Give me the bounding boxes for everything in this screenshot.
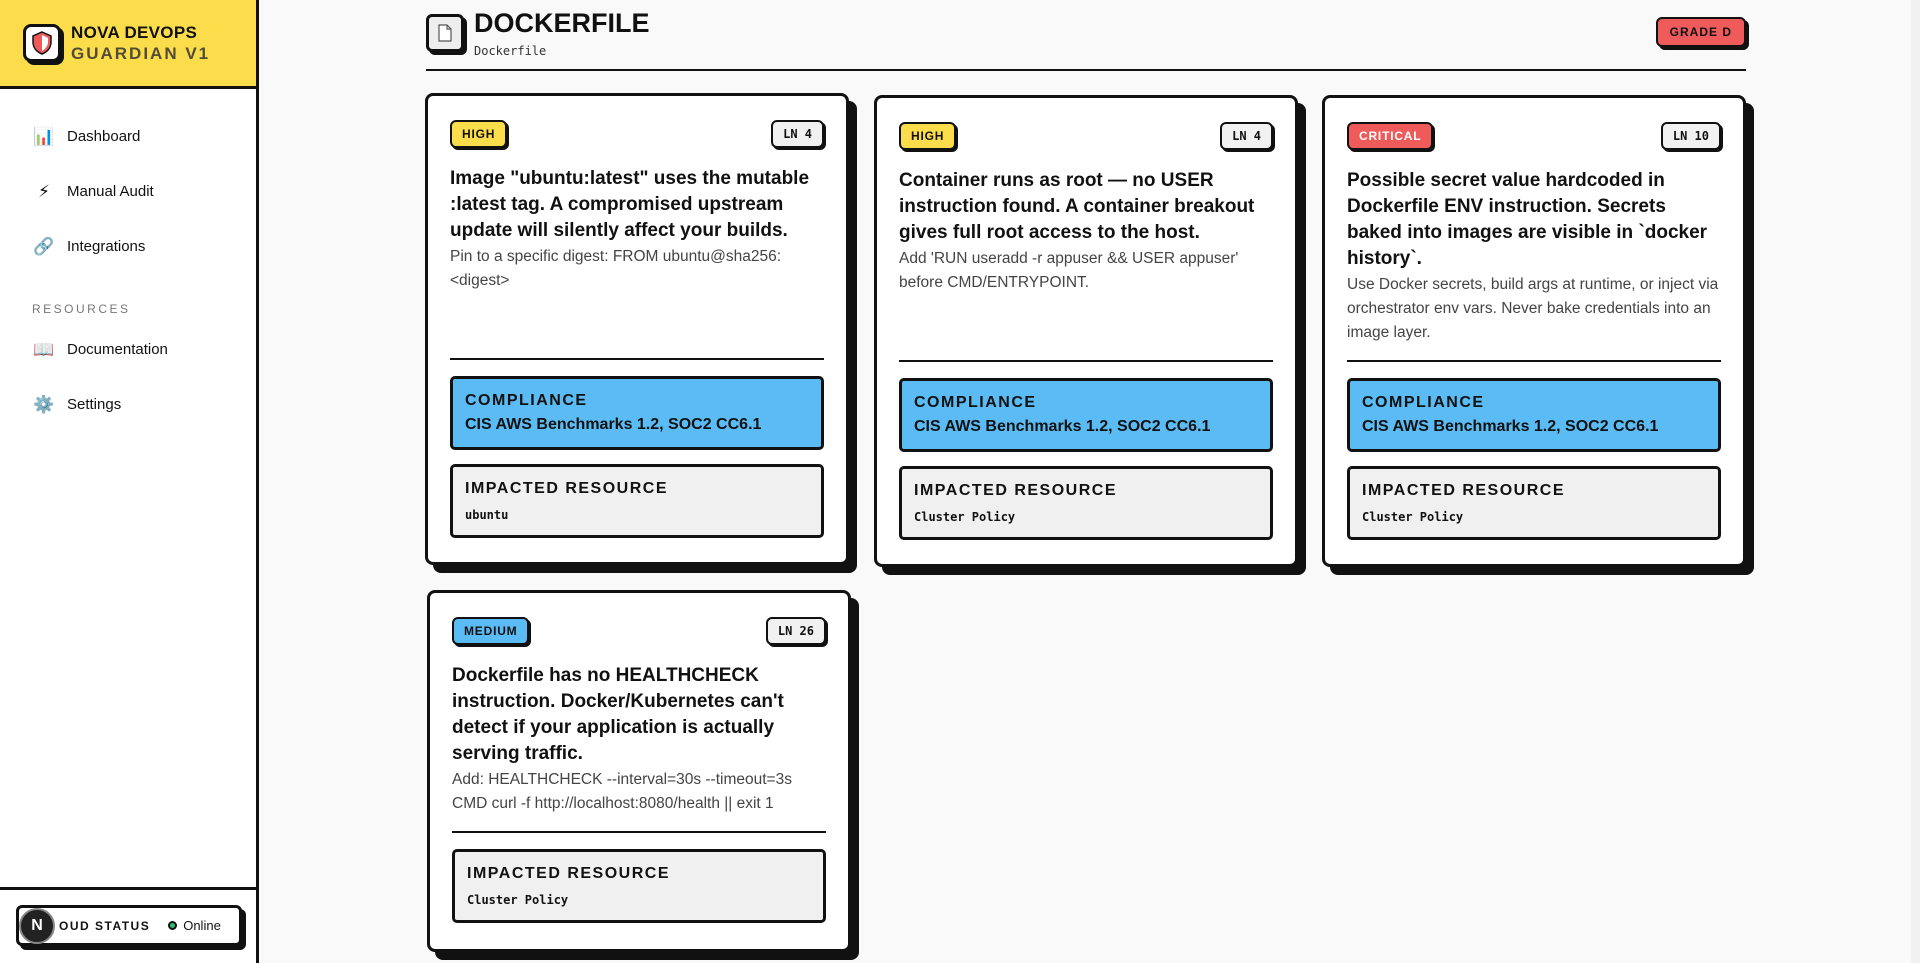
impacted-resource-box: IMPACTED RESOURCE Cluster Policy: [899, 466, 1273, 540]
impacted-resource-value: Cluster Policy: [1362, 510, 1464, 524]
finding-card: HIGH LN 4 Container runs as root — no US…: [874, 95, 1298, 567]
sidebar-item-label: Integrations: [67, 238, 146, 255]
line-badge: LN 10: [1660, 122, 1721, 150]
compliance-label: COMPLIANCE: [465, 392, 588, 409]
remediation-text: Add: HEALTHCHECK --interval=30s --timeou…: [452, 771, 792, 812]
divider: [450, 358, 824, 360]
compliance-box: COMPLIANCE CIS AWS Benchmarks 1.2, SOC2 …: [899, 378, 1273, 452]
severity-badge: CRITICAL: [1347, 122, 1434, 150]
remediation-text: Use Docker secrets, build args at runtim…: [1347, 276, 1719, 341]
remediation-text: Add 'RUN useradd -r appuser && USER appu…: [899, 250, 1239, 291]
sidebar-item-dashboard[interactable]: 📊 Dashboard: [0, 109, 256, 164]
finding-title: Possible secret value hardcoded in Docke…: [1347, 170, 1708, 269]
compliance-label: COMPLIANCE: [1362, 394, 1485, 411]
impacted-resource-box: IMPACTED RESOURCE Cluster Policy: [452, 849, 826, 923]
shield-logo-icon: [23, 24, 61, 62]
book-icon: 📖: [33, 339, 55, 359]
sidebar-item-label: Settings: [67, 396, 122, 413]
grade-badge: GRADE D: [1655, 17, 1746, 47]
compliance-box: COMPLIANCE CIS AWS Benchmarks 1.2, SOC2 …: [450, 376, 824, 450]
impacted-resource-box: IMPACTED RESOURCE ubuntu: [450, 464, 824, 538]
sidebar-item-label: Manual Audit: [67, 183, 154, 200]
sidebar-item-documentation[interactable]: 📖 Documentation: [0, 322, 256, 377]
line-badge: LN 4: [1220, 122, 1273, 150]
compliance-label: COMPLIANCE: [914, 394, 1037, 411]
online-dot-icon: [168, 921, 178, 930]
brand-subtitle: GUARDIAN V1: [71, 44, 211, 63]
line-badge: LN 4: [771, 120, 824, 148]
scrollbar[interactable]: [1911, 0, 1920, 963]
link-icon: 🔗: [33, 236, 55, 256]
compliance-value: CIS AWS Benchmarks 1.2, SOC2 CC6.1: [465, 416, 762, 433]
impacted-resource-label: IMPACTED RESOURCE: [1362, 482, 1565, 499]
gear-icon: ⚙️: [33, 394, 55, 414]
sidebar-item-settings[interactable]: ⚙️ Settings: [0, 377, 256, 432]
sidebar-item-integrations[interactable]: 🔗 Integrations: [0, 219, 256, 274]
sidebar-item-manual-audit[interactable]: ⚡ Manual Audit: [0, 164, 256, 219]
status-online: Online: [168, 918, 221, 933]
avatar[interactable]: N: [19, 908, 55, 944]
impacted-resource-label: IMPACTED RESOURCE: [914, 482, 1117, 499]
divider: [899, 360, 1273, 362]
sidebar-item-label: Documentation: [67, 341, 168, 358]
compliance-box: COMPLIANCE CIS AWS Benchmarks 1.2, SOC2 …: [1347, 378, 1721, 452]
finding-title: Dockerfile has no HEALTHCHECK instructio…: [452, 665, 784, 764]
severity-badge: HIGH: [450, 120, 508, 148]
line-badge: LN 26: [765, 617, 826, 645]
sidebar-nav: 📊 Dashboard ⚡ Manual Audit 🔗 Integration…: [0, 89, 256, 432]
sidebar-section-resources: RESOURCES: [32, 302, 131, 316]
page-title: DOCKERFILE: [474, 8, 650, 38]
lightning-icon: ⚡: [38, 181, 50, 201]
sidebar: NOVA DEVOPS GUARDIAN V1 📊 Dashboard ⚡ Ma…: [0, 0, 259, 963]
status-value: Online: [183, 918, 221, 933]
impacted-resource-label: IMPACTED RESOURCE: [467, 865, 670, 882]
severity-badge: HIGH: [899, 122, 957, 150]
cloud-status-label: OUD STATUS: [59, 918, 151, 933]
compliance-value: CIS AWS Benchmarks 1.2, SOC2 CC6.1: [1362, 418, 1659, 435]
divider: [1347, 360, 1721, 362]
page-header: DOCKERFILE Dockerfile GRADE D: [426, 8, 1746, 71]
brand-header[interactable]: NOVA DEVOPS GUARDIAN V1: [0, 0, 256, 89]
sidebar-item-label: Dashboard: [67, 128, 141, 145]
remediation-text: Pin to a specific digest: FROM ubuntu@sh…: [450, 248, 782, 289]
page-subtitle: Dockerfile: [474, 44, 547, 58]
impacted-resource-label: IMPACTED RESOURCE: [465, 480, 668, 497]
finding-card: CRITICAL LN 10 Possible secret value har…: [1322, 95, 1746, 567]
impacted-resource-value: ubuntu: [465, 508, 509, 522]
finding-title: Image "ubuntu:latest" uses the mutable :…: [450, 168, 810, 241]
brand-title: NOVA DEVOPS: [71, 22, 198, 42]
impacted-resource-value: Cluster Policy: [467, 893, 569, 907]
impacted-resource-value: Cluster Policy: [914, 510, 1016, 524]
impacted-resource-box: IMPACTED RESOURCE Cluster Policy: [1347, 466, 1721, 540]
bar-chart-icon: 📊: [33, 126, 55, 146]
finding-card: HIGH LN 4 Image "ubuntu:latest" uses the…: [425, 93, 849, 565]
finding-title: Container runs as root — no USER instruc…: [899, 170, 1255, 243]
compliance-value: CIS AWS Benchmarks 1.2, SOC2 CC6.1: [914, 418, 1211, 435]
finding-card: MEDIUM LN 26 Dockerfile has no HEALTHCHE…: [427, 590, 851, 952]
divider: [452, 831, 826, 833]
severity-badge: MEDIUM: [452, 617, 530, 645]
file-icon: [426, 14, 464, 52]
